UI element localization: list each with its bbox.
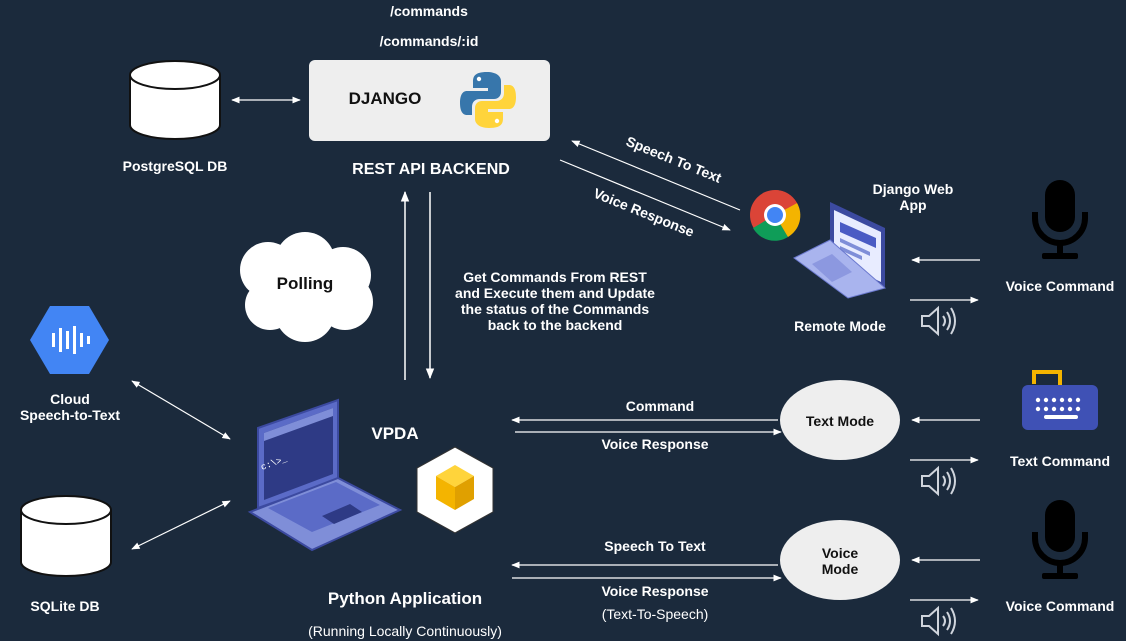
- text-response-label: Voice Response: [601, 436, 709, 452]
- sqlite-vpda-arrow: [131, 500, 231, 550]
- python-logo-icon: [460, 72, 516, 128]
- text-command-input-label: Text Command: [1009, 453, 1111, 469]
- remote-speech-arrow: [571, 140, 741, 211]
- package-hex-icon: [416, 446, 494, 534]
- postgres-db-icon: [129, 60, 221, 140]
- remote-speech-label: Speech To Text: [624, 133, 724, 186]
- cloud-stt-line: Speech-to-Text: [19, 407, 121, 423]
- remote-laptop-icon: [793, 202, 887, 299]
- remote-response-arrow: [559, 159, 731, 231]
- note-line: Get Commands From REST: [463, 269, 647, 285]
- microphone-icon: [1032, 180, 1088, 259]
- microphone-icon: [1032, 500, 1088, 579]
- backend-caption: REST API BACKEND: [352, 161, 510, 178]
- endpoint-detail-label: /commands/:id: [379, 33, 479, 49]
- speaker-icon: [921, 465, 956, 497]
- voice-mode-label: Voice Mode: [821, 545, 859, 577]
- cloud-vpda-arrow: [131, 380, 231, 440]
- note-line: back to the backend: [487, 317, 623, 333]
- keyboard-icon: [1022, 370, 1098, 430]
- speaker-icon: [921, 305, 956, 337]
- voice-mode-node: [780, 520, 900, 600]
- note-line: and Execute them and Update: [455, 285, 655, 301]
- polling-cloud-icon: [240, 232, 373, 342]
- sqlite-db-icon: [20, 495, 112, 577]
- vpda-label: VPDA: [371, 424, 419, 443]
- endpoint-list-label: /commands: [390, 3, 468, 19]
- speaker-icon: [921, 605, 956, 637]
- voice-command-top-label: Voice Command: [1005, 278, 1115, 294]
- python-app-subtitle: (Running Locally Continuously): [308, 623, 502, 639]
- tts-label: (Text-To-Speech): [601, 606, 709, 622]
- polling-label: Polling: [276, 274, 334, 293]
- remote-response-label: Voice Response: [591, 185, 697, 240]
- text-command-label: Command: [625, 398, 695, 414]
- vpda-laptop-icon: c:\>_: [247, 398, 403, 552]
- text-mode-label: Text Mode: [805, 413, 875, 429]
- cloud-stt-line: Cloud: [50, 391, 90, 407]
- python-app-title: Python Application: [327, 589, 483, 608]
- voice-stt-label: Speech To Text: [604, 538, 706, 554]
- text-mode-node: [780, 380, 900, 460]
- voice-response-label: Voice Response: [601, 583, 709, 599]
- voice-command-bottom-label: Voice Command: [1005, 598, 1115, 614]
- chrome-icon: [750, 189, 801, 241]
- django-title: DJANGO: [348, 89, 422, 108]
- cloud-speech-icon: [30, 306, 109, 374]
- remote-mode-label: Remote Mode: [794, 318, 886, 334]
- note-line: the status of the Commands: [460, 301, 650, 317]
- cloud-stt-label: Cloud Speech-to-Text: [5, 391, 135, 423]
- sqlite-label: SQLite DB: [30, 598, 100, 614]
- django-web-app-label: Django Web App: [872, 181, 954, 213]
- postgres-label: PostgreSQL DB: [122, 158, 228, 174]
- note-text: Get Commands From REST and Execute them …: [440, 269, 670, 333]
